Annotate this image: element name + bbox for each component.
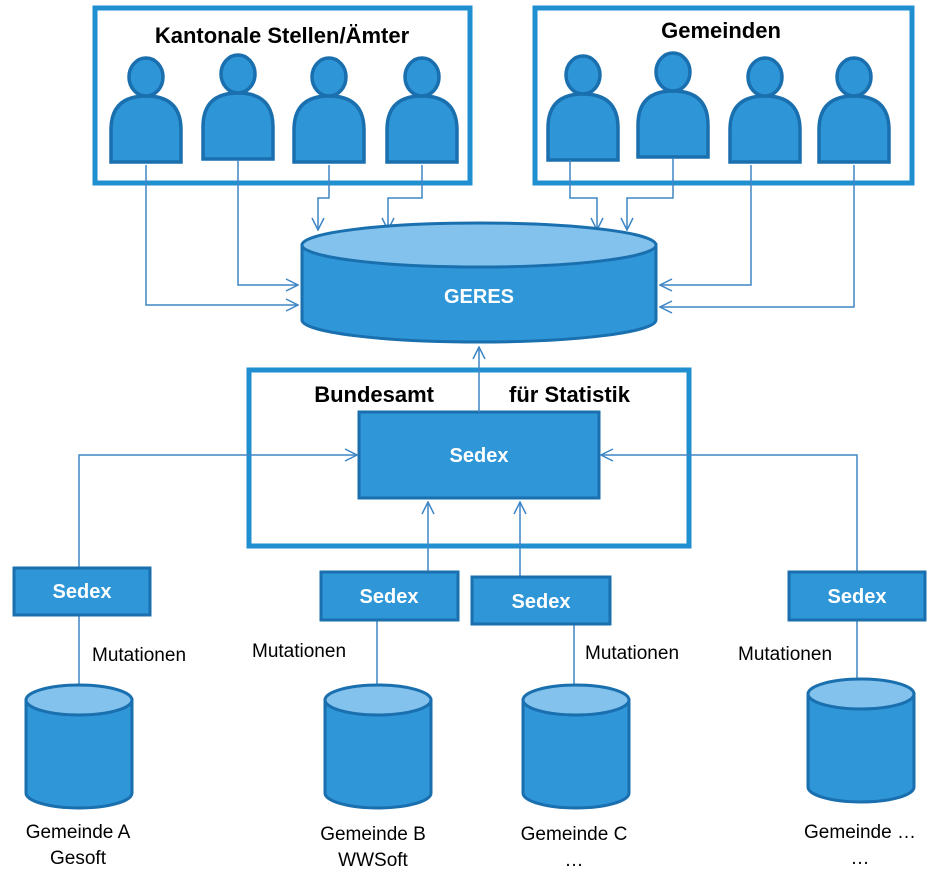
client-name: Gemeinde … bbox=[804, 822, 916, 843]
client-gemeinde-a: Sedex Mutationen Gemeinde A Gesoft bbox=[12, 566, 186, 869]
bfs-group: Bundesamt für Statistik Sedex bbox=[246, 347, 692, 549]
mutations-label: Mutationen bbox=[92, 645, 186, 666]
sedex-label: Sedex bbox=[53, 581, 112, 603]
geres-cylinder-top bbox=[300, 221, 658, 269]
user-to-geres-arrows bbox=[145, 158, 855, 307]
database-icon bbox=[24, 683, 134, 810]
arrow bbox=[601, 455, 858, 572]
arrow bbox=[237, 160, 298, 285]
database-icon bbox=[521, 683, 631, 810]
client-software: Gesoft bbox=[50, 848, 107, 869]
client-software: … bbox=[565, 850, 584, 871]
bfs-title-left: Bundesamt bbox=[314, 382, 434, 407]
mutations-label: Mutationen bbox=[585, 643, 679, 664]
client-name: Gemeinde A bbox=[26, 822, 131, 843]
database-icon bbox=[806, 677, 916, 804]
client-gemeinde-b: Sedex Mutationen Gemeinde B WWSoft bbox=[252, 570, 460, 871]
geres-cylinder-body bbox=[300, 243, 658, 344]
client-gemeinde-other: Sedex Mutationen Gemeinde … … bbox=[738, 570, 927, 869]
geres-database: GERES bbox=[300, 221, 658, 344]
arrow bbox=[78, 455, 357, 568]
arrow bbox=[388, 165, 423, 230]
bfs-sedex-label: Sedex bbox=[450, 445, 509, 467]
geres-label: GERES bbox=[444, 286, 514, 308]
sedex-box bbox=[319, 570, 460, 622]
arrow bbox=[660, 165, 752, 285]
sedex-box bbox=[470, 575, 612, 626]
client-to-bfs-arrows bbox=[78, 455, 858, 577]
sedex-label: Sedex bbox=[360, 586, 419, 608]
database-icon bbox=[323, 683, 433, 810]
mutations-label: Mutationen bbox=[738, 644, 832, 665]
bfs-title-right: für Statistik bbox=[509, 382, 631, 407]
sedex-label: Sedex bbox=[828, 586, 887, 608]
client-name: Gemeinde B bbox=[320, 824, 426, 845]
kantonal-title: Kantonale Stellen/Ämter bbox=[155, 23, 410, 48]
gemeinden-title: Gemeinden bbox=[661, 18, 781, 43]
arrow bbox=[318, 165, 330, 230]
arrow bbox=[145, 165, 298, 305]
arrow bbox=[660, 165, 855, 307]
client-software: WWSoft bbox=[338, 850, 408, 871]
kantonal-group: Kantonale Stellen/Ämter bbox=[92, 5, 473, 186]
client-gemeinde-c: Sedex Mutationen Gemeinde C … bbox=[470, 575, 679, 871]
sedex-label: Sedex bbox=[512, 591, 571, 613]
sedex-box bbox=[12, 566, 152, 617]
bfs-sedex-box bbox=[357, 410, 601, 500]
mutations-label: Mutationen bbox=[252, 641, 346, 662]
arrow bbox=[569, 160, 597, 230]
gemeinden-group: Gemeinden bbox=[532, 5, 915, 186]
arrow bbox=[627, 158, 674, 230]
client-name: Gemeinde C bbox=[521, 824, 628, 845]
client-software: … bbox=[851, 848, 870, 869]
sedex-box bbox=[787, 570, 927, 622]
